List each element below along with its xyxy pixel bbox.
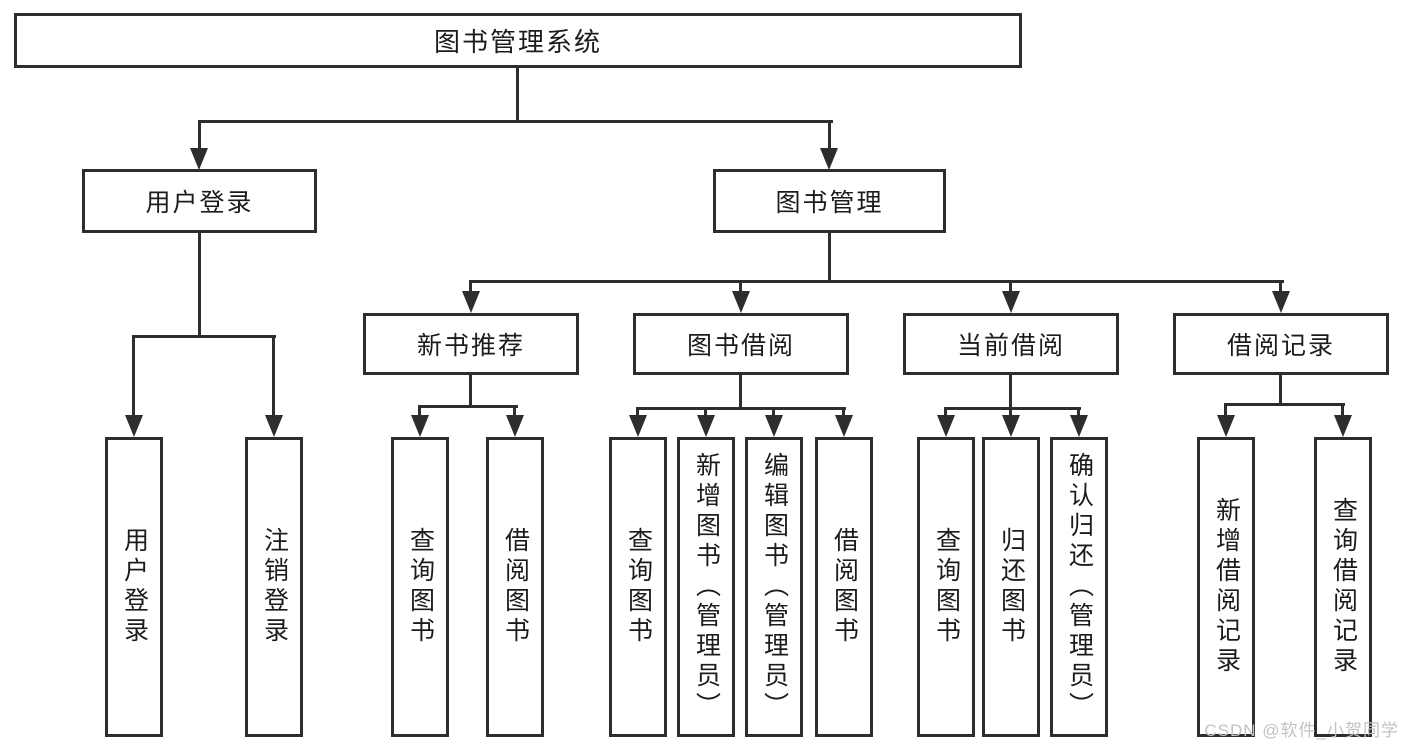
- connector-line: [636, 410, 639, 416]
- leaf-confirm-return-admin: 确认归还（管理员）: [1050, 437, 1108, 737]
- leaf-add-book-admin: 新增图书（管理员）: [677, 437, 735, 737]
- connector-line: [636, 407, 846, 410]
- connector-line: [516, 68, 519, 123]
- arrow-down-icon: [411, 415, 429, 437]
- connector-line: [1279, 283, 1282, 292]
- node-new-book-recommend-label: 新书推荐: [416, 332, 525, 360]
- node-book-borrow: 图书借阅: [633, 313, 849, 375]
- arrow-down-icon: [462, 291, 480, 313]
- node-borrow-records-label: 借阅记录: [1226, 332, 1335, 360]
- connector-line: [469, 283, 472, 292]
- node-borrow-records: 借阅记录: [1173, 313, 1389, 375]
- arrow-down-icon: [629, 415, 647, 437]
- arrow-down-icon: [937, 415, 955, 437]
- node-book-management-label: 图书管理: [775, 189, 884, 217]
- leaf-confirm-return-admin-label: 确认归还（管理员）: [1065, 452, 1094, 722]
- leaf-query-books-current-label: 查询图书: [932, 527, 961, 647]
- connector-line: [944, 410, 947, 416]
- node-new-book-recommend: 新书推荐: [363, 313, 579, 375]
- node-root: 图书管理系统: [14, 13, 1022, 68]
- arrow-down-icon: [732, 291, 750, 313]
- node-current-borrow: 当前借阅: [903, 313, 1119, 375]
- arrow-down-icon: [1070, 415, 1088, 437]
- leaf-add-book-admin-label: 新增图书（管理员）: [692, 452, 721, 722]
- node-book-management: 图书管理: [713, 169, 946, 233]
- arrow-down-icon: [190, 148, 208, 170]
- leaf-query-books-borrow: 查询图书: [609, 437, 667, 737]
- leaf-user-login-label: 用户登录: [120, 527, 149, 647]
- arrow-down-icon: [1334, 415, 1352, 437]
- leaf-return-book: 归还图书: [982, 437, 1040, 737]
- connector-line: [1077, 410, 1080, 416]
- connector-line: [1009, 375, 1012, 407]
- connector-line: [739, 375, 742, 407]
- watermark: CSDN @软件_小贺同学: [1204, 721, 1399, 740]
- leaf-return-book-label: 归还图书: [997, 527, 1026, 647]
- connector-line: [1009, 410, 1012, 416]
- leaf-logout: 注销登录: [245, 437, 303, 737]
- leaf-borrow-books-recommend-label: 借阅图书: [501, 527, 530, 647]
- leaf-add-borrow-record-label: 新增借阅记录: [1212, 497, 1241, 677]
- arrow-down-icon: [765, 415, 783, 437]
- arrow-down-icon: [1272, 291, 1290, 313]
- connector-line: [198, 120, 833, 123]
- connector-line: [469, 280, 1284, 283]
- leaf-query-borrow-record-label: 查询借阅记录: [1329, 497, 1358, 677]
- connector-line: [132, 335, 276, 338]
- node-user-login: 用户登录: [82, 169, 317, 233]
- arrow-down-icon: [697, 415, 715, 437]
- node-root-label: 图书管理系统: [433, 27, 602, 57]
- leaf-add-borrow-record: 新增借阅记录: [1197, 437, 1255, 737]
- leaf-edit-book-admin-label: 编辑图书（管理员）: [760, 452, 789, 722]
- connector-line: [944, 407, 1081, 410]
- arrow-down-icon: [265, 415, 283, 437]
- connector-line: [469, 375, 472, 405]
- leaf-borrow-books-label: 借阅图书: [830, 527, 859, 647]
- arrow-down-icon: [820, 148, 838, 170]
- arrow-down-icon: [1217, 415, 1235, 437]
- leaf-query-books-current: 查询图书: [917, 437, 975, 737]
- arrow-down-icon: [506, 415, 524, 437]
- arrow-down-icon: [1002, 415, 1020, 437]
- leaf-borrow-books: 借阅图书: [815, 437, 873, 737]
- arrow-down-icon: [1002, 291, 1020, 313]
- connector-line: [418, 405, 518, 408]
- connector-line: [842, 410, 845, 416]
- connector-line: [1224, 406, 1227, 416]
- connector-line: [739, 283, 742, 292]
- node-current-borrow-label: 当前借阅: [956, 332, 1065, 360]
- connector-line: [198, 233, 201, 335]
- connector-line: [704, 410, 707, 416]
- arrow-down-icon: [835, 415, 853, 437]
- arrow-down-icon: [125, 415, 143, 437]
- connector-line: [132, 338, 135, 417]
- connector-line: [828, 233, 831, 280]
- leaf-logout-label: 注销登录: [260, 527, 289, 647]
- leaf-edit-book-admin: 编辑图书（管理员）: [745, 437, 803, 737]
- leaf-query-books-recommend-label: 查询图书: [406, 527, 435, 647]
- connector-line: [1279, 375, 1282, 403]
- connector-line: [772, 410, 775, 416]
- leaf-query-books-borrow-label: 查询图书: [624, 527, 653, 647]
- connector-line: [1009, 283, 1012, 292]
- leaf-user-login: 用户登录: [105, 437, 163, 737]
- leaf-query-books-recommend: 查询图书: [391, 437, 449, 737]
- connector-line: [828, 123, 831, 151]
- connector-line: [1224, 403, 1345, 406]
- connector-line: [1341, 406, 1344, 416]
- connector-line: [198, 123, 201, 151]
- leaf-borrow-books-recommend: 借阅图书: [486, 437, 544, 737]
- connector-line: [272, 338, 275, 417]
- node-book-borrow-label: 图书借阅: [686, 332, 795, 360]
- node-user-login-label: 用户登录: [145, 189, 254, 217]
- connector-line: [418, 408, 421, 416]
- leaf-query-borrow-record: 查询借阅记录: [1314, 437, 1372, 737]
- connector-line: [513, 408, 516, 416]
